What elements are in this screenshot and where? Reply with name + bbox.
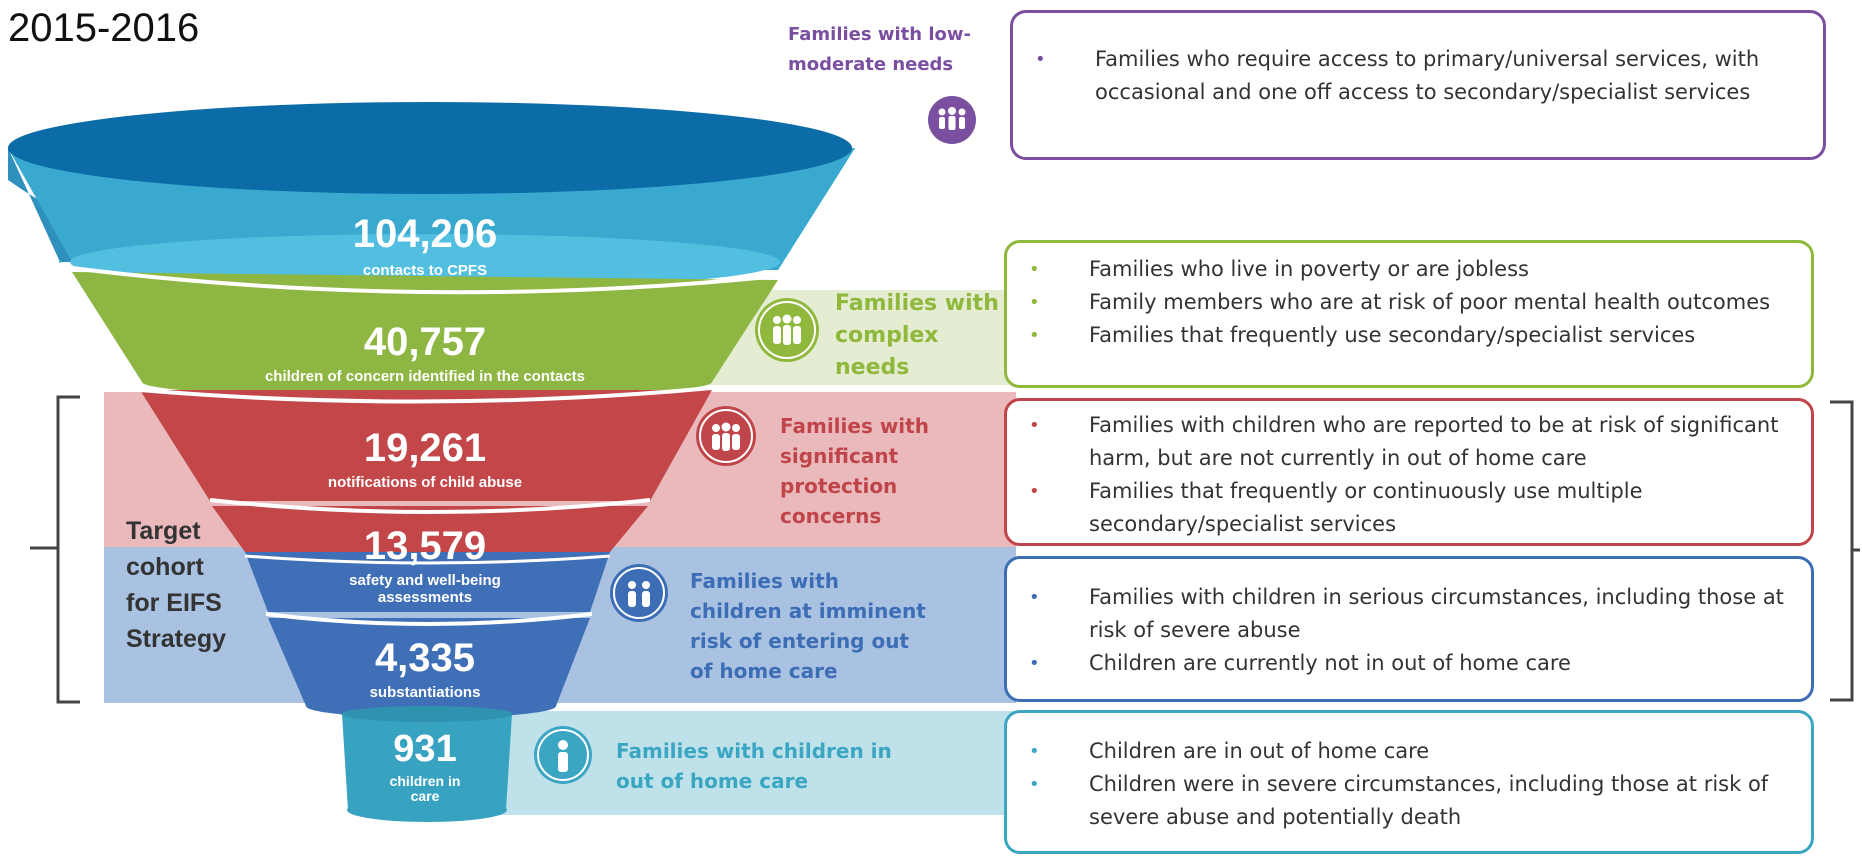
description-box-protection-concerns: •Families with children who are reported…: [1004, 398, 1814, 546]
list-item: •Children are currently not in out of ho…: [1029, 651, 1571, 675]
list-item: •Family members who are at risk of poor …: [1029, 290, 1771, 314]
funnel-label-children-of-concern: children of concern identified in the co…: [264, 368, 586, 385]
funnel-value-contacts: 104,206: [352, 212, 498, 256]
family-icon: [928, 96, 976, 144]
description-list: •Families with children in serious circu…: [1029, 581, 1797, 680]
description-box-imminent-risk: •Families with children in serious circu…: [1004, 556, 1814, 702]
group-label-protection-concerns: Families with significant protection con…: [780, 414, 929, 528]
family-icon: [755, 298, 819, 362]
funnel-label-children-in-care: children in care: [389, 773, 461, 804]
funnel-value-notifications: 19,261: [363, 426, 487, 470]
description-box-complex-needs: •Families who live in poverty or are job…: [1004, 240, 1814, 388]
funnel-label-notifications: notifications of child abuse: [327, 474, 523, 491]
description-list: •Families with children who are reported…: [1029, 409, 1797, 541]
list-item: •Families that frequently or continuousl…: [1029, 479, 1643, 536]
group-label-imminent-risk: Families with children at imminent risk …: [690, 569, 926, 683]
description-box-low-moderate: •Families who require access to primary/…: [1010, 10, 1826, 160]
funnel-label-assessments: safety and well-being assessments: [349, 572, 501, 606]
target-cohort-label: Target cohort for EIFS Strategy: [126, 517, 227, 653]
description-list: •Families who require access to primary/…: [1035, 43, 1809, 109]
children-icon: [610, 564, 668, 622]
family-icon: [696, 406, 756, 466]
year-heading: 2015-2016: [8, 6, 200, 50]
list-item: •Families who live in poverty or are job…: [1029, 257, 1529, 281]
funnel-value-substantiations: 4,335: [374, 636, 476, 680]
group-label-complex-needs: Families with complex needs: [835, 291, 999, 380]
child-icon: [534, 726, 592, 784]
group-label-out-of-home-care: Families with children in out of home ca…: [616, 739, 892, 793]
list-item: •Families who require access to primary/…: [1035, 47, 1760, 104]
funnel-label-contacts: contacts to CPFS: [362, 262, 488, 279]
description-box-out-of-home-care: •Children are in out of home care •Child…: [1004, 710, 1814, 854]
list-item: •Families with children in serious circu…: [1029, 585, 1784, 642]
list-item: •Families that frequently use secondary/…: [1029, 323, 1696, 347]
funnel-label-substantiations: substantiations: [369, 684, 481, 701]
funnel-value-children-of-concern: 40,757: [363, 320, 487, 364]
list-item: •Children were in severe circumstances, …: [1029, 772, 1769, 829]
description-list: •Families who live in poverty or are job…: [1029, 253, 1797, 352]
funnel-value-assessments: 13,579: [363, 524, 487, 568]
funnel-value-children-in-care: 931: [393, 728, 457, 770]
list-item: •Families with children who are reported…: [1029, 413, 1779, 470]
description-list: •Children are in out of home care •Child…: [1029, 735, 1797, 834]
list-item: •Children are in out of home care: [1029, 739, 1430, 763]
group-label-low-moderate: Families with low- moderate needs: [788, 24, 971, 75]
